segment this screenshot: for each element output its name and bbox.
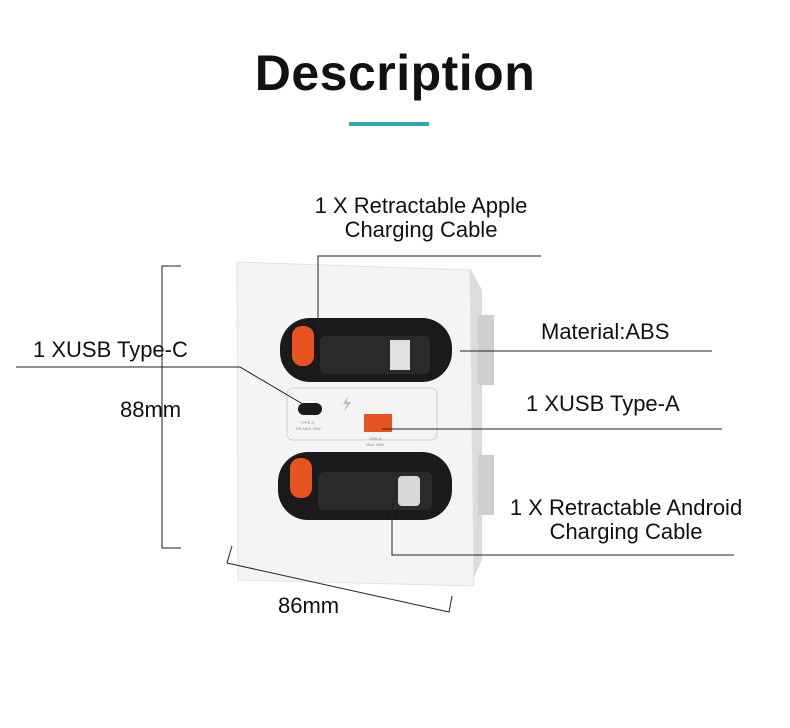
page-title: Description [254, 45, 536, 101]
mount-clip-bottom [478, 455, 494, 515]
usb-a-port [364, 414, 392, 432]
usb-module [286, 387, 438, 441]
usb-a-print-1: USB-A [369, 436, 382, 441]
panel-face [236, 261, 475, 587]
orange-release-bottom [290, 458, 312, 498]
label-android-cable-line2: Charging Cable [549, 519, 703, 544]
label-material: Material:ABS [541, 319, 670, 344]
title-underline [349, 122, 429, 126]
label-height: 88mm [120, 397, 182, 422]
mount-clip-top [478, 315, 494, 385]
label-width: 86mm [278, 593, 340, 618]
usb-c-print-2: PD MAX 20W [296, 426, 321, 431]
usb-a-print-2: MAX 18W [366, 442, 384, 447]
usb-c-print-1: TYPE-C [300, 420, 315, 425]
apple-cable [320, 336, 430, 374]
label-android-cable-line1: 1 X Retractable Android [509, 495, 743, 520]
label-usb-a: 1 XUSB Type-A [526, 391, 680, 416]
orange-release-top [292, 326, 314, 366]
usb-c-port [298, 403, 322, 415]
leader-lines [16, 255, 734, 613]
label-apple-cable: 1 X Retractable Apple Charging Cable [290, 194, 552, 242]
label-usb-c: 1 XUSB Type-C [33, 337, 188, 362]
label-android-cable: 1 X Retractable Android Charging Cable [486, 496, 766, 544]
lightning-icon [343, 396, 351, 412]
lightning-connector [390, 340, 410, 370]
label-apple-cable-line2: Charging Cable [344, 217, 498, 242]
usb-c-connector [398, 476, 420, 506]
label-apple-cable-line1: 1 X Retractable Apple [314, 193, 528, 218]
